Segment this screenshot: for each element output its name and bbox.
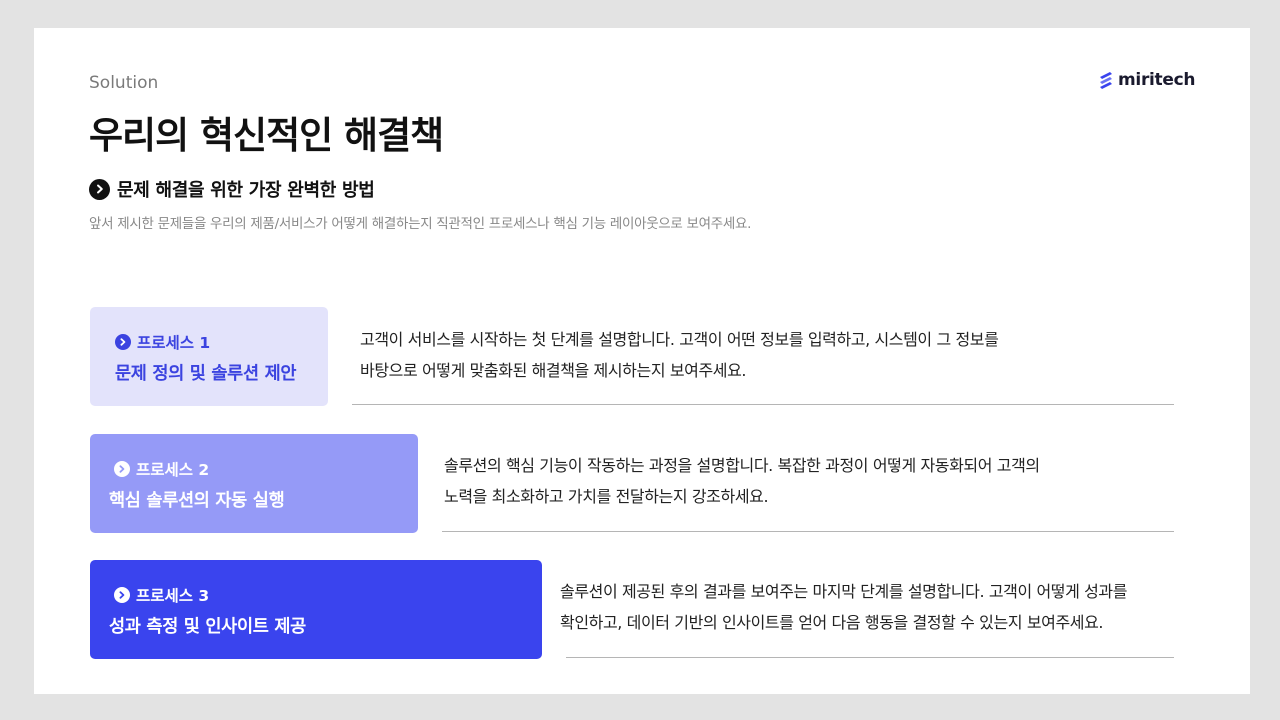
process-card-1: 프로세스 1 문제 정의 및 솔루션 제안: [90, 307, 328, 406]
process-description-line: 확인하고, 데이터 기반의 인사이트를 얻어 다음 행동을 결정할 수 있는지 …: [560, 613, 1104, 632]
process-description-3: 솔루션이 제공된 후의 결과를 보여주는 마지막 단계를 설명합니다. 고객이 …: [560, 576, 1127, 638]
process-title: 문제 정의 및 솔루션 제안: [115, 364, 297, 384]
process-description-line: 고객이 서비스를 시작하는 첫 단계를 설명합니다. 고객이 어떤 정보를 입력…: [360, 330, 999, 349]
process-tag-label: 프로세스 2: [136, 461, 210, 479]
chevron-circle-icon: [89, 178, 110, 200]
process-tag: 프로세스 1: [115, 331, 328, 353]
process-title: 핵심 솔루션의 자동 실행: [109, 491, 285, 511]
process-title: 성과 측정 및 인사이트 제공: [109, 617, 306, 637]
left-frame-edge: [0, 28, 34, 694]
process-tag: 프로세스 3: [114, 584, 542, 606]
process-description-2: 솔루션의 핵심 기능이 작동하는 과정을 설명합니다. 복잡한 과정이 어떻게 …: [444, 450, 1040, 512]
chevron-circle-icon: [114, 461, 130, 477]
logo: miritech: [1098, 70, 1196, 90]
process-description-line: 노력을 최소화하고 가치를 전달하는지 강조하세요.: [444, 487, 769, 506]
process-tag-label: 프로세스 1: [137, 334, 211, 352]
process-description-line: 솔루션의 핵심 기능이 작동하는 과정을 설명합니다. 복잡한 과정이 어떻게 …: [444, 456, 1040, 475]
divider: [566, 657, 1174, 658]
process-description-line: 솔루션이 제공된 후의 결과를 보여주는 마지막 단계를 설명합니다. 고객이 …: [560, 582, 1128, 601]
process-description-line: 바탕으로 어떻게 맞춤화된 해결책을 제시하는지 보여주세요.: [360, 361, 747, 380]
divider: [352, 404, 1174, 405]
divider: [442, 531, 1174, 532]
subhead-description: 앞서 제시한 문제들을 우리의 제품/서비스가 어떻게 해결하는지 직관적인 프…: [89, 216, 752, 232]
page-title: 우리의 혁신적인 해결책: [89, 114, 444, 157]
process-card-2: 프로세스 2 핵심 솔루션의 자동 실행: [90, 434, 418, 533]
chevron-circle-icon: [115, 334, 131, 350]
stacked-stripes-logo-icon: [1100, 72, 1112, 89]
process-tag-label: 프로세스 3: [136, 587, 210, 605]
section-eyebrow: Solution: [89, 73, 159, 93]
process-card-3: 프로세스 3 성과 측정 및 인사이트 제공: [90, 560, 542, 659]
subhead: 문제 해결을 위한 가장 완벽한 방법: [89, 176, 375, 202]
process-description-1: 고객이 서비스를 시작하는 첫 단계를 설명합니다. 고객이 어떤 정보를 입력…: [360, 324, 999, 386]
right-frame-edge: [1250, 28, 1280, 694]
process-tag: 프로세스 2: [114, 458, 418, 480]
logo-text: miritech: [1118, 70, 1196, 90]
subhead-text: 문제 해결을 위한 가장 완벽한 방법: [117, 180, 375, 201]
chevron-circle-icon: [114, 587, 130, 603]
